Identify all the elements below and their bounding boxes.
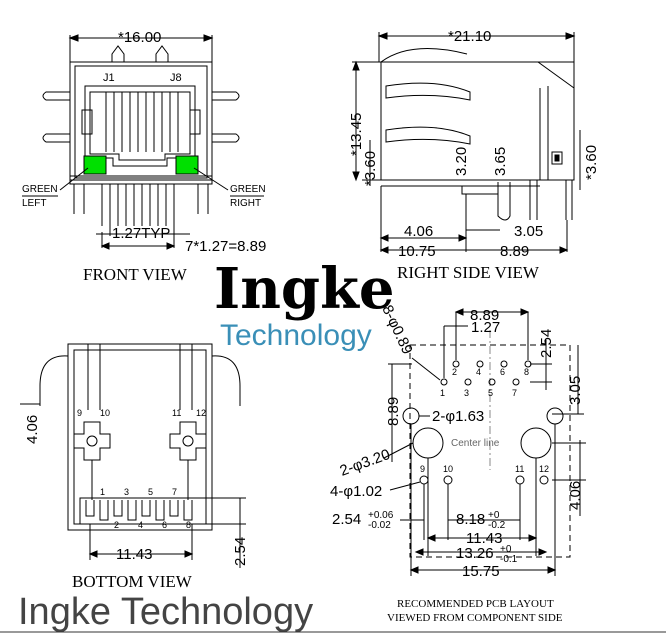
led-left-label-1: GREEN — [22, 184, 58, 195]
pcb-led-span-plus: +0 — [488, 510, 500, 521]
pcb-pin-5: 5 — [488, 388, 493, 398]
pcb-span-dim: 8.89 — [470, 307, 499, 324]
bottom-pin-8: 8 — [186, 520, 191, 530]
led-green-left — [83, 155, 107, 175]
led-right-label-2: RIGHT — [230, 198, 261, 209]
bottom-contact-row — [85, 500, 193, 521]
footer-brand: Ingke Technology — [18, 591, 313, 633]
pcb-pin-8: 8 — [524, 367, 529, 377]
bottom-pin-6: 6 — [162, 520, 167, 530]
pcb-layout: Center line 8-φ0.89 1 2 3 4 5 6 7 8 8.89… — [330, 303, 586, 624]
led-left-label-2: LEFT — [22, 198, 46, 209]
front-pins — [73, 184, 209, 226]
pcb-led-span-minus: -0.2 — [488, 520, 506, 531]
pcb-led-pin-10: 10 — [443, 464, 453, 474]
bottom-pin-5: 5 — [148, 487, 153, 497]
pcb-pin-2: 2 — [452, 367, 457, 377]
bottom-pin-12: 12 — [196, 408, 206, 418]
bottom-pin-7: 7 — [172, 487, 177, 497]
pcb-note-2: VIEWED FROM COMPONENT SIDE — [387, 612, 563, 624]
side-c-dim: 10.75 — [398, 243, 436, 260]
side-right-height-dim: *3.60 — [583, 145, 600, 180]
bottom-height-dim: 2.54 — [232, 537, 249, 566]
pcb-small-hole-dim: 2-φ1.63 — [432, 408, 484, 425]
bottom-pin-11: 11 — [172, 408, 181, 418]
pcb-led-pin-9: 9 — [420, 464, 425, 474]
bottom-view: 9 10 11 12 4.06 1 2 3 4 5 6 7 8 11. — [20, 343, 249, 591]
side-view-title: RIGHT SIDE VIEW — [397, 263, 540, 282]
pcb-led-hole-dim: 4-φ1.02 — [330, 483, 382, 500]
pcb-width3-dim: 15.75 — [462, 563, 500, 580]
pcb-big-hole-dim: 2-φ3.20 — [338, 446, 393, 480]
front-width-dim: *16.00 — [118, 29, 161, 46]
bottom-pin-9: 9 — [77, 408, 82, 418]
side-view: *21.10 *13.45 *3.60 *3.60 3.20 3.65 — [348, 28, 600, 282]
bottom-pin-2: 2 — [114, 520, 119, 530]
side-left-height-dim: *3.60 — [362, 151, 379, 186]
pcb-led-span-dim: 8.18 — [456, 511, 485, 528]
pcb-pin-1: 1 — [440, 388, 445, 398]
brand-name: Ingke — [214, 256, 395, 322]
pcb-led-pin-11: 11 — [515, 464, 524, 474]
side-d2-dim: 3.65 — [492, 147, 509, 176]
pcb-right-v-dim: 4.06 — [567, 481, 584, 510]
bottom-pin-4: 4 — [138, 520, 143, 530]
pcb-led-tol-minus: -0.02 — [368, 520, 391, 531]
pcb-width2-minus: -0.1 — [500, 554, 518, 565]
bottom-pin-1: 1 — [100, 487, 105, 497]
pcb-width2-dim: 13.26 — [456, 545, 494, 562]
side-b-dim: 3.05 — [514, 223, 543, 240]
pcb-note-1: RECOMMENDED PCB LAYOUT — [397, 598, 554, 610]
bottom-pin-3: 3 — [124, 487, 129, 497]
span-dim: 7*1.27=8.89 — [185, 238, 266, 255]
pcb-pitch-dim: 1.27 — [471, 319, 500, 336]
front-view-title: FRONT VIEW — [83, 265, 188, 284]
brand-watermark: Ingke Technology Ingke Technology — [0, 256, 666, 633]
pcb-top-right-dim: 3.05 — [567, 376, 584, 405]
pcb-width1-dim: 11.43 — [466, 530, 502, 547]
side-a-dim: 4.06 — [404, 223, 433, 240]
bottom-view-title: BOTTOM VIEW — [72, 572, 193, 591]
side-height-dim: *13.45 — [348, 113, 365, 156]
bottom-side-dim: 4.06 — [24, 415, 41, 444]
pcb-pin-7: 7 — [512, 388, 517, 398]
side-length-dim: *21.10 — [448, 28, 491, 45]
pcb-led-pin-12: 12 — [539, 464, 549, 474]
pcb-led-tol-plus: +0.06 — [368, 510, 394, 521]
brand-sub: Technology — [220, 319, 372, 352]
front-view: *16.00 J1 J8 — [22, 29, 266, 284]
center-line-label: Center line — [451, 438, 500, 449]
pcb-led-pitch-dim: 2.54 — [332, 511, 361, 528]
pcb-pin-4: 4 — [476, 367, 481, 377]
pin-label-j1: J1 — [103, 72, 115, 84]
pitch-dim: 1.27TYP — [112, 225, 170, 242]
side-d-dim: 8.89 — [500, 243, 529, 260]
bottom-pin-10: 10 — [100, 408, 110, 418]
bottom-width-dim: 11.43 — [116, 546, 152, 563]
pcb-pin-3: 3 — [464, 388, 469, 398]
led-green-right — [175, 155, 199, 175]
led-right-label-1: GREEN — [230, 184, 266, 195]
side-d1-dim: 3.20 — [453, 147, 470, 176]
pcb-left-v-dim: 8.89 — [385, 397, 402, 426]
front-contacts — [105, 92, 179, 152]
pcb-width2-plus: +0 — [500, 544, 512, 555]
pin-label-j8: J8 — [170, 72, 182, 84]
pcb-pin-6: 6 — [500, 367, 505, 377]
pcb-row-dim: 2.54 — [538, 329, 555, 358]
